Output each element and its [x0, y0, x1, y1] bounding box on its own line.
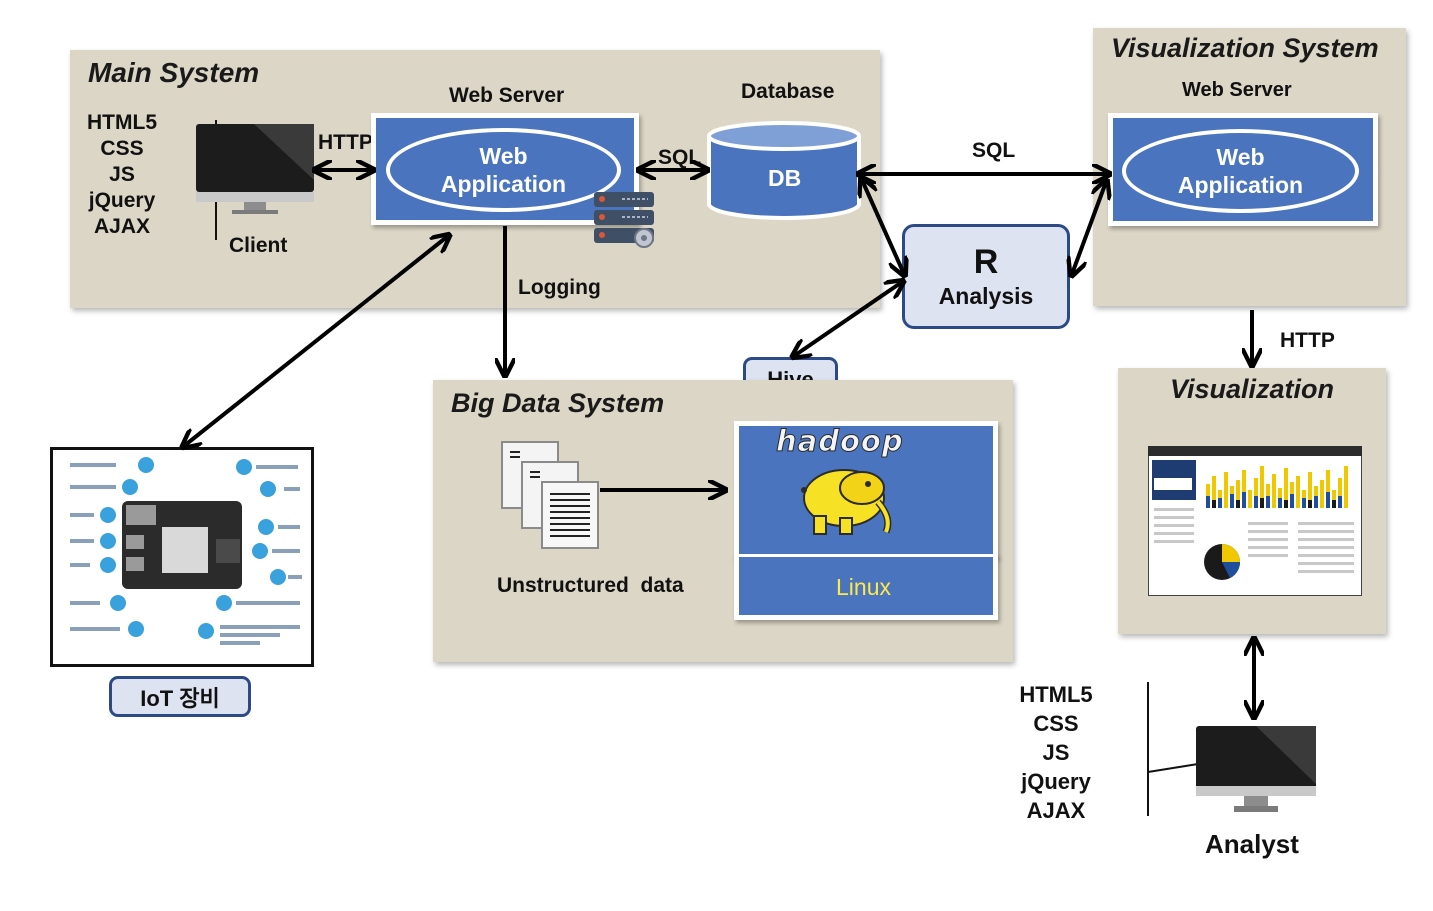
tech-item: jQuery: [88, 189, 156, 212]
big-data-system-title: Big Data System: [451, 388, 665, 418]
iot-board-image: [70, 457, 302, 645]
tech-item: CSS: [1033, 711, 1079, 736]
http-label-vis: HTTP: [1280, 329, 1335, 352]
database-label: Database: [741, 80, 835, 103]
analyst-tech-list: HTML5 CSS JS jQuery AJAX: [1010, 680, 1102, 825]
documents-icon: [501, 441, 599, 549]
web-server-label-main: Web Server: [449, 84, 565, 107]
web-application-main[interactable]: Web Application: [386, 128, 621, 212]
web-app-line2: Application: [440, 171, 567, 197]
r-analysis-box: R Analysis: [902, 224, 1070, 329]
sql-label-vis: SQL: [972, 139, 1016, 162]
tech-item: AJAX: [1026, 798, 1086, 823]
analyst-monitor-icon: [1147, 682, 1316, 816]
tech-item: AJAX: [93, 215, 151, 238]
server-icon: [594, 192, 654, 248]
tech-item: JS: [1042, 740, 1070, 765]
unstructured-data-label: Unstructured data: [497, 574, 684, 597]
linux-label: Linux: [836, 574, 891, 600]
logging-label: Logging: [518, 276, 601, 299]
r-label: R: [973, 242, 999, 281]
tech-item: HTML5: [1019, 682, 1093, 707]
web-app-line1: Web: [479, 143, 528, 169]
linux-box: [734, 554, 998, 620]
tech-item: CSS: [100, 137, 144, 160]
dashboard-screenshot: [1148, 446, 1362, 596]
visualization-title: Visualization: [1170, 374, 1335, 404]
web-app-line1: Web: [1216, 144, 1265, 170]
client-label: Client: [229, 234, 288, 257]
database-cylinder: [707, 121, 861, 220]
main-system-title: Main System: [88, 57, 260, 88]
iot-device-badge: IoT 장비: [109, 676, 251, 717]
db-label: DB: [768, 165, 802, 191]
tech-item: jQuery: [1021, 769, 1091, 794]
client-monitor-icon: [196, 120, 314, 240]
hadoop-logo-text: hadoop: [776, 424, 904, 459]
tech-item: HTML5: [87, 111, 157, 134]
web-application-vis[interactable]: Web Application: [1122, 129, 1359, 213]
web-app-line2: Application: [1177, 172, 1304, 198]
tech-item: JS: [109, 163, 135, 186]
sql-label-main: SQL: [658, 146, 702, 169]
http-label-main: HTTP: [318, 131, 373, 154]
analyst-label: Analyst: [1205, 829, 1299, 859]
visualization-system-title: Visualization System: [1111, 33, 1379, 63]
web-server-label-vis: Web Server: [1182, 79, 1292, 101]
elephant-icon: [801, 469, 892, 535]
analysis-label: Analysis: [938, 282, 1034, 309]
client-tech-list: HTML5 CSS JS jQuery AJAX: [76, 110, 168, 240]
